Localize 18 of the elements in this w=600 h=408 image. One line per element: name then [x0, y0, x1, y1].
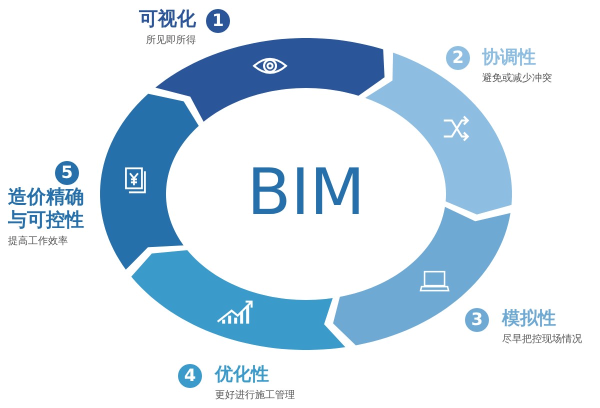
number-badge: 1: [206, 9, 230, 33]
subtitle: 更好进行施工管理: [215, 388, 295, 402]
feature-title: 模拟性: [502, 308, 557, 330]
number-badge: 3: [465, 308, 489, 332]
feature-title: 优化性: [215, 364, 270, 386]
number-badge: 2: [446, 46, 470, 70]
number-badge: 5: [55, 161, 79, 185]
subtitle: 避免或减少冲突: [482, 72, 552, 85]
number-badge: 4: [178, 364, 202, 388]
subtitle: 所见即所得: [145, 34, 196, 47]
ring-segment: [100, 94, 199, 270]
subtitle: 尽早把控现场情况: [502, 332, 582, 346]
ring-segment: [131, 250, 346, 350]
center-title: BIM: [247, 156, 365, 230]
subtitle: 提高工作效率: [8, 234, 69, 248]
feature-title: 可视化: [138, 8, 196, 31]
feature-title: 协调性: [482, 47, 537, 69]
feature-title: 造价精确与可控性: [8, 186, 85, 232]
